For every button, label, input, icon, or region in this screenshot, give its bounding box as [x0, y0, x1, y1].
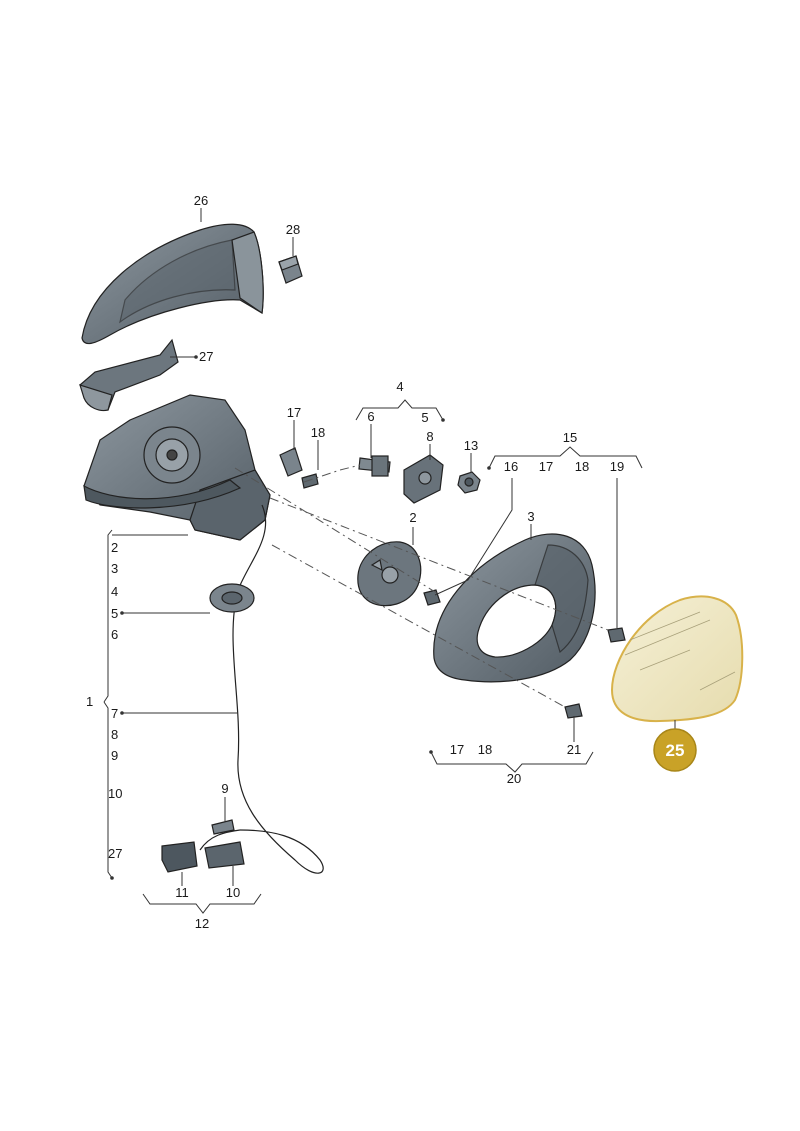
label-10-list: 10: [108, 786, 122, 801]
highlight-badge-25[interactable]: 25: [653, 728, 697, 772]
label-17-bottom: 17: [450, 742, 464, 757]
mirror-cap-part: [81, 223, 264, 345]
label-5-top: 5: [421, 410, 428, 425]
label-4-list: 4: [111, 584, 118, 599]
turn-signal-housing-part: [79, 338, 179, 412]
bracket-part-8: [403, 454, 444, 504]
label-18-bottom: 18: [478, 742, 492, 757]
part-labels: 26 28 27 4 17 6 5 18 8 15 13 16 17 18 19…: [86, 193, 624, 931]
label-28: 28: [286, 222, 300, 237]
label-8-list: 8: [111, 727, 118, 742]
label-27-list: 27: [108, 846, 122, 861]
label-9-list: 9: [111, 748, 118, 763]
label-2-list: 2: [111, 540, 118, 555]
nut-part-13: [457, 471, 481, 494]
label-3-right: 3: [527, 509, 534, 524]
screw-part-2: [423, 589, 441, 606]
highlight-label: 25: [666, 741, 685, 760]
mirror-housing-part: [83, 394, 271, 541]
label-10-connector: 10: [226, 885, 240, 900]
label-7-list: 7: [111, 706, 118, 721]
label-21: 21: [567, 742, 581, 757]
clip-part-28: [278, 255, 303, 284]
label-20: 20: [507, 771, 521, 786]
label-16: 16: [504, 459, 518, 474]
leader-lines: [103, 208, 676, 914]
adjustment-plate-part: [357, 541, 422, 607]
screw-part-21: [564, 703, 583, 719]
bracket-screw-17-18: [279, 447, 319, 489]
label-1: 1: [86, 694, 93, 709]
mirror-frame-part: [433, 533, 596, 683]
bolt-part-6: [358, 455, 391, 477]
label-9-connector: 9: [221, 781, 228, 796]
screw-part-19: [607, 627, 626, 643]
label-13: 13: [464, 438, 478, 453]
label-17-mid: 17: [539, 459, 553, 474]
label-27-top: 27: [199, 349, 213, 364]
alignment-lines: [234, 464, 609, 708]
label-12: 12: [195, 916, 209, 931]
label-8-top: 8: [426, 429, 433, 444]
label-5-list: 5: [111, 606, 118, 621]
label-18-mid: 18: [575, 459, 589, 474]
label-3-list: 3: [111, 561, 118, 576]
label-6-list: 6: [111, 627, 118, 642]
wiring-harness-part: [161, 504, 324, 874]
mirror-glass-part: [610, 595, 744, 723]
label-4-top: 4: [396, 379, 403, 394]
label-6-top: 6: [367, 409, 374, 424]
leader-dots: [110, 355, 491, 880]
label-2-right: 2: [409, 510, 416, 525]
label-18-top: 18: [311, 425, 325, 440]
label-15: 15: [563, 430, 577, 445]
label-26: 26: [194, 193, 208, 208]
label-11: 11: [175, 885, 189, 900]
label-19: 19: [610, 459, 624, 474]
label-17-top: 17: [287, 405, 301, 420]
